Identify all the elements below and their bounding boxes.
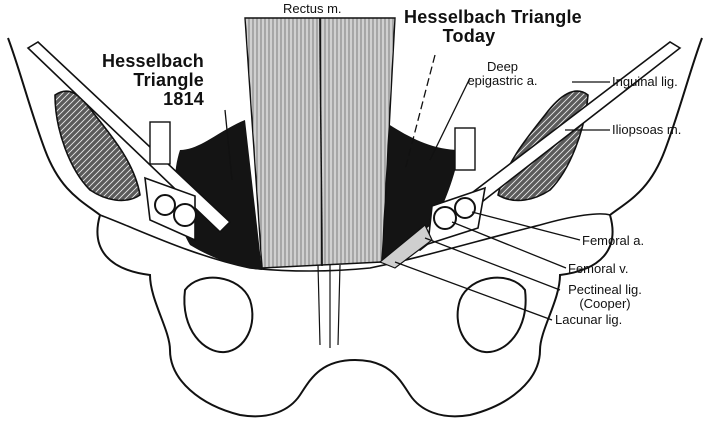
label-deep-epigastric-line1: Deep <box>455 60 550 74</box>
femoral-artery-left <box>155 195 175 215</box>
label-hesselbach-today: Hesselbach Triangle Today <box>404 8 534 46</box>
label-pectineal-line1: Pectineal lig. <box>560 283 650 297</box>
cord-left <box>150 122 170 164</box>
femoral-vein-left <box>174 204 196 226</box>
label-inguinal-lig: Inguinal lig. <box>612 75 678 89</box>
label-pectineal-line2: (Cooper) <box>560 297 650 311</box>
femoral-artery-right <box>455 198 475 218</box>
label-femoral-v: Femoral v. <box>568 262 628 276</box>
label-hesselbach-today-line2: Today <box>404 27 534 46</box>
label-lacunar-lig: Lacunar lig. <box>555 313 622 327</box>
label-pectineal-lig: Pectineal lig. (Cooper) <box>560 283 650 310</box>
cord-right <box>455 128 475 170</box>
label-hesselbach-1814-line3: 1814 <box>84 90 204 109</box>
label-femoral-a: Femoral a. <box>582 234 644 248</box>
label-deep-epigastric: Deep epigastric a. <box>455 60 550 87</box>
label-deep-epigastric-line2: epigastric a. <box>455 74 550 88</box>
label-hesselbach-1814: Hesselbach Triangle 1814 <box>84 52 204 109</box>
label-iliopsoas: Iliopsoas m. <box>612 123 681 137</box>
label-rectus: Rectus m. <box>283 2 342 16</box>
label-hesselbach-1814-line2: Triangle <box>84 71 204 90</box>
label-hesselbach-1814-line1: Hesselbach <box>84 52 204 71</box>
label-hesselbach-today-line1: Hesselbach Triangle <box>404 8 534 27</box>
femoral-vein-right <box>434 207 456 229</box>
